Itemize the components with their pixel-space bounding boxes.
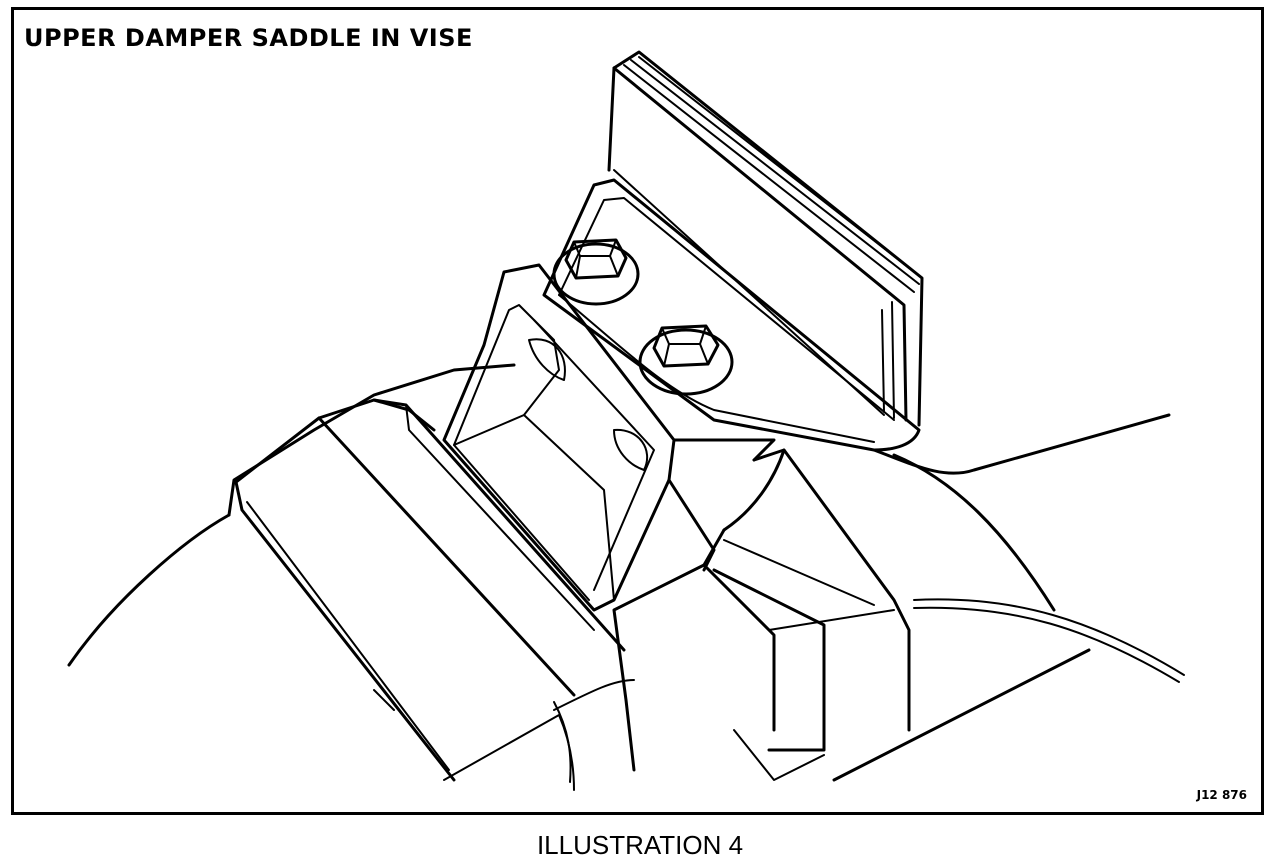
flange-bolt-rear: [552, 238, 640, 306]
figure-frame: UPPER DAMPER SADDLE IN VISE J12 876: [11, 7, 1264, 815]
vise-jaw-right: [612, 448, 911, 781]
flange-bolt-front: [638, 324, 734, 396]
vise-body: [67, 363, 1185, 791]
figure-code: J12 876: [1196, 788, 1247, 802]
figure-caption: ILLUSTRATION 4: [536, 830, 744, 860]
illustration-drawing: [67, 50, 1185, 791]
vise-jaw-left: [234, 398, 626, 783]
saddle-vertical-plate: [607, 50, 924, 427]
saddle-mounting-flange: [542, 178, 921, 452]
damper-saddle: [442, 263, 776, 612]
figure-title: UPPER DAMPER SADDLE IN VISE: [24, 24, 473, 52]
